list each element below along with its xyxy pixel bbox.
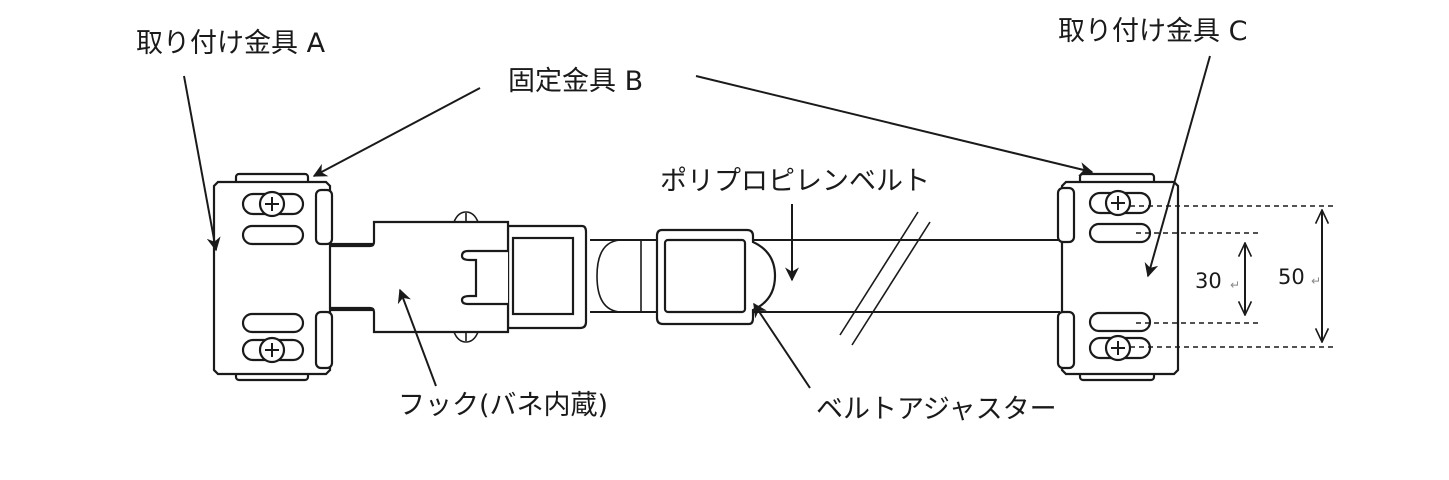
screw-icon	[258, 190, 286, 218]
dimension-lines	[1130, 205, 1335, 348]
label-fixing-bracket-b: 固定金具 B	[508, 66, 643, 97]
arrow-bracket-c	[1144, 55, 1211, 278]
label-polypropylene-belt: ポリプロピレンベルト	[660, 166, 930, 197]
belt-loop-left	[596, 239, 621, 313]
belt-adjuster	[655, 228, 777, 326]
dimension-value-50: 50	[1278, 265, 1305, 289]
screw-icon	[1104, 334, 1132, 362]
screw-icon	[1104, 189, 1132, 217]
break-mark-line	[851, 221, 931, 346]
mounting-bracket-a	[212, 172, 334, 382]
break-mark-line	[839, 211, 919, 336]
arrow-fixing-b-left	[312, 87, 481, 177]
label-belt-adjuster: ベルトアジャスター	[816, 394, 1057, 425]
arrow-bracket-a	[183, 75, 221, 252]
arrow-fixing-b-right	[695, 75, 1094, 176]
screw-head-bottom	[453, 331, 479, 343]
arrow-hook	[397, 288, 437, 387]
screw-head-top	[453, 211, 479, 223]
hook-spring	[318, 211, 588, 343]
screw-icon	[258, 336, 286, 364]
label-bracket-a: 取り付け金具 A	[136, 28, 326, 59]
dimension-value-30: 30	[1195, 269, 1222, 293]
return-mark: ↵	[1311, 274, 1321, 288]
leader-arrows	[183, 55, 1211, 389]
return-mark: ↵	[1230, 278, 1240, 292]
arrow-belt-adjuster	[753, 302, 811, 389]
label-bracket-c: 取り付け金具 C	[1058, 16, 1247, 47]
mounting-bracket-c	[1056, 172, 1180, 382]
label-hook: フック(バネ内蔵)	[398, 390, 608, 421]
